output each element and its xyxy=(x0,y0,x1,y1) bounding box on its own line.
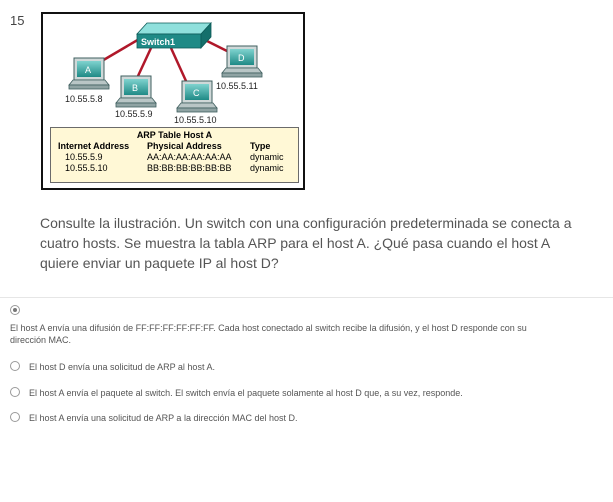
switch-label: Switch1 xyxy=(141,37,175,47)
host-c-icon: C xyxy=(176,80,218,113)
topology-diagram: Switch1 A 10.55.5.8 B 10.55.5.9 C 10 xyxy=(65,21,263,125)
svg-text:B: B xyxy=(132,83,138,93)
question-number: 15 xyxy=(10,13,25,28)
divider xyxy=(0,297,613,298)
option-1-radio[interactable] xyxy=(10,305,20,315)
option-2-label[interactable]: El host D envía una solicitud de ARP al … xyxy=(29,362,215,372)
header-type: Type xyxy=(250,141,271,151)
header-internet-address: Internet Address xyxy=(58,141,130,151)
network-figure: Switch1 A 10.55.5.8 B 10.55.5.9 C 10 xyxy=(41,12,305,190)
option-2-radio[interactable] xyxy=(10,361,20,371)
arp-table-header: Internet Address Physical Address Type xyxy=(51,141,298,152)
table-row: 10.55.5.10 BB:BB:BB:BB:BB:BB dynamic xyxy=(65,163,284,173)
host-a-ip: 10.55.5.8 xyxy=(65,94,103,104)
host-a-icon: A xyxy=(68,57,110,90)
svg-text:C: C xyxy=(193,88,200,98)
host-b-ip: 10.55.5.9 xyxy=(115,109,153,119)
svg-text:D: D xyxy=(238,53,245,63)
arp-table-title: ARP Table Host A xyxy=(136,130,213,140)
host-b-icon: B xyxy=(115,75,157,108)
arp-table: ARP Table Host A Internet Address Physic… xyxy=(50,127,299,183)
option-4-label[interactable]: El host A envía una solicitud de ARP a l… xyxy=(29,413,298,423)
svg-text:A: A xyxy=(85,65,91,75)
header-physical-address: Physical Address xyxy=(147,141,222,151)
question-prompt: Consulte la ilustración. Un switch con u… xyxy=(40,215,572,271)
table-row: 10.55.5.9 AA:AA:AA:AA:AA:AA dynamic xyxy=(65,152,284,162)
host-c-ip: 10.55.5.10 xyxy=(174,115,217,125)
option-1-label[interactable]: El host A envía una difusión de FF:FF:FF… xyxy=(10,323,527,345)
switch-icon: Switch1 xyxy=(136,21,212,50)
host-d-ip: 10.55.5.11 xyxy=(216,81,258,91)
option-4-radio[interactable] xyxy=(10,412,20,422)
option-3-radio[interactable] xyxy=(10,387,20,397)
host-d-icon: D xyxy=(221,45,263,78)
option-3-label[interactable]: El host A envía el paquete al switch. El… xyxy=(29,388,463,398)
